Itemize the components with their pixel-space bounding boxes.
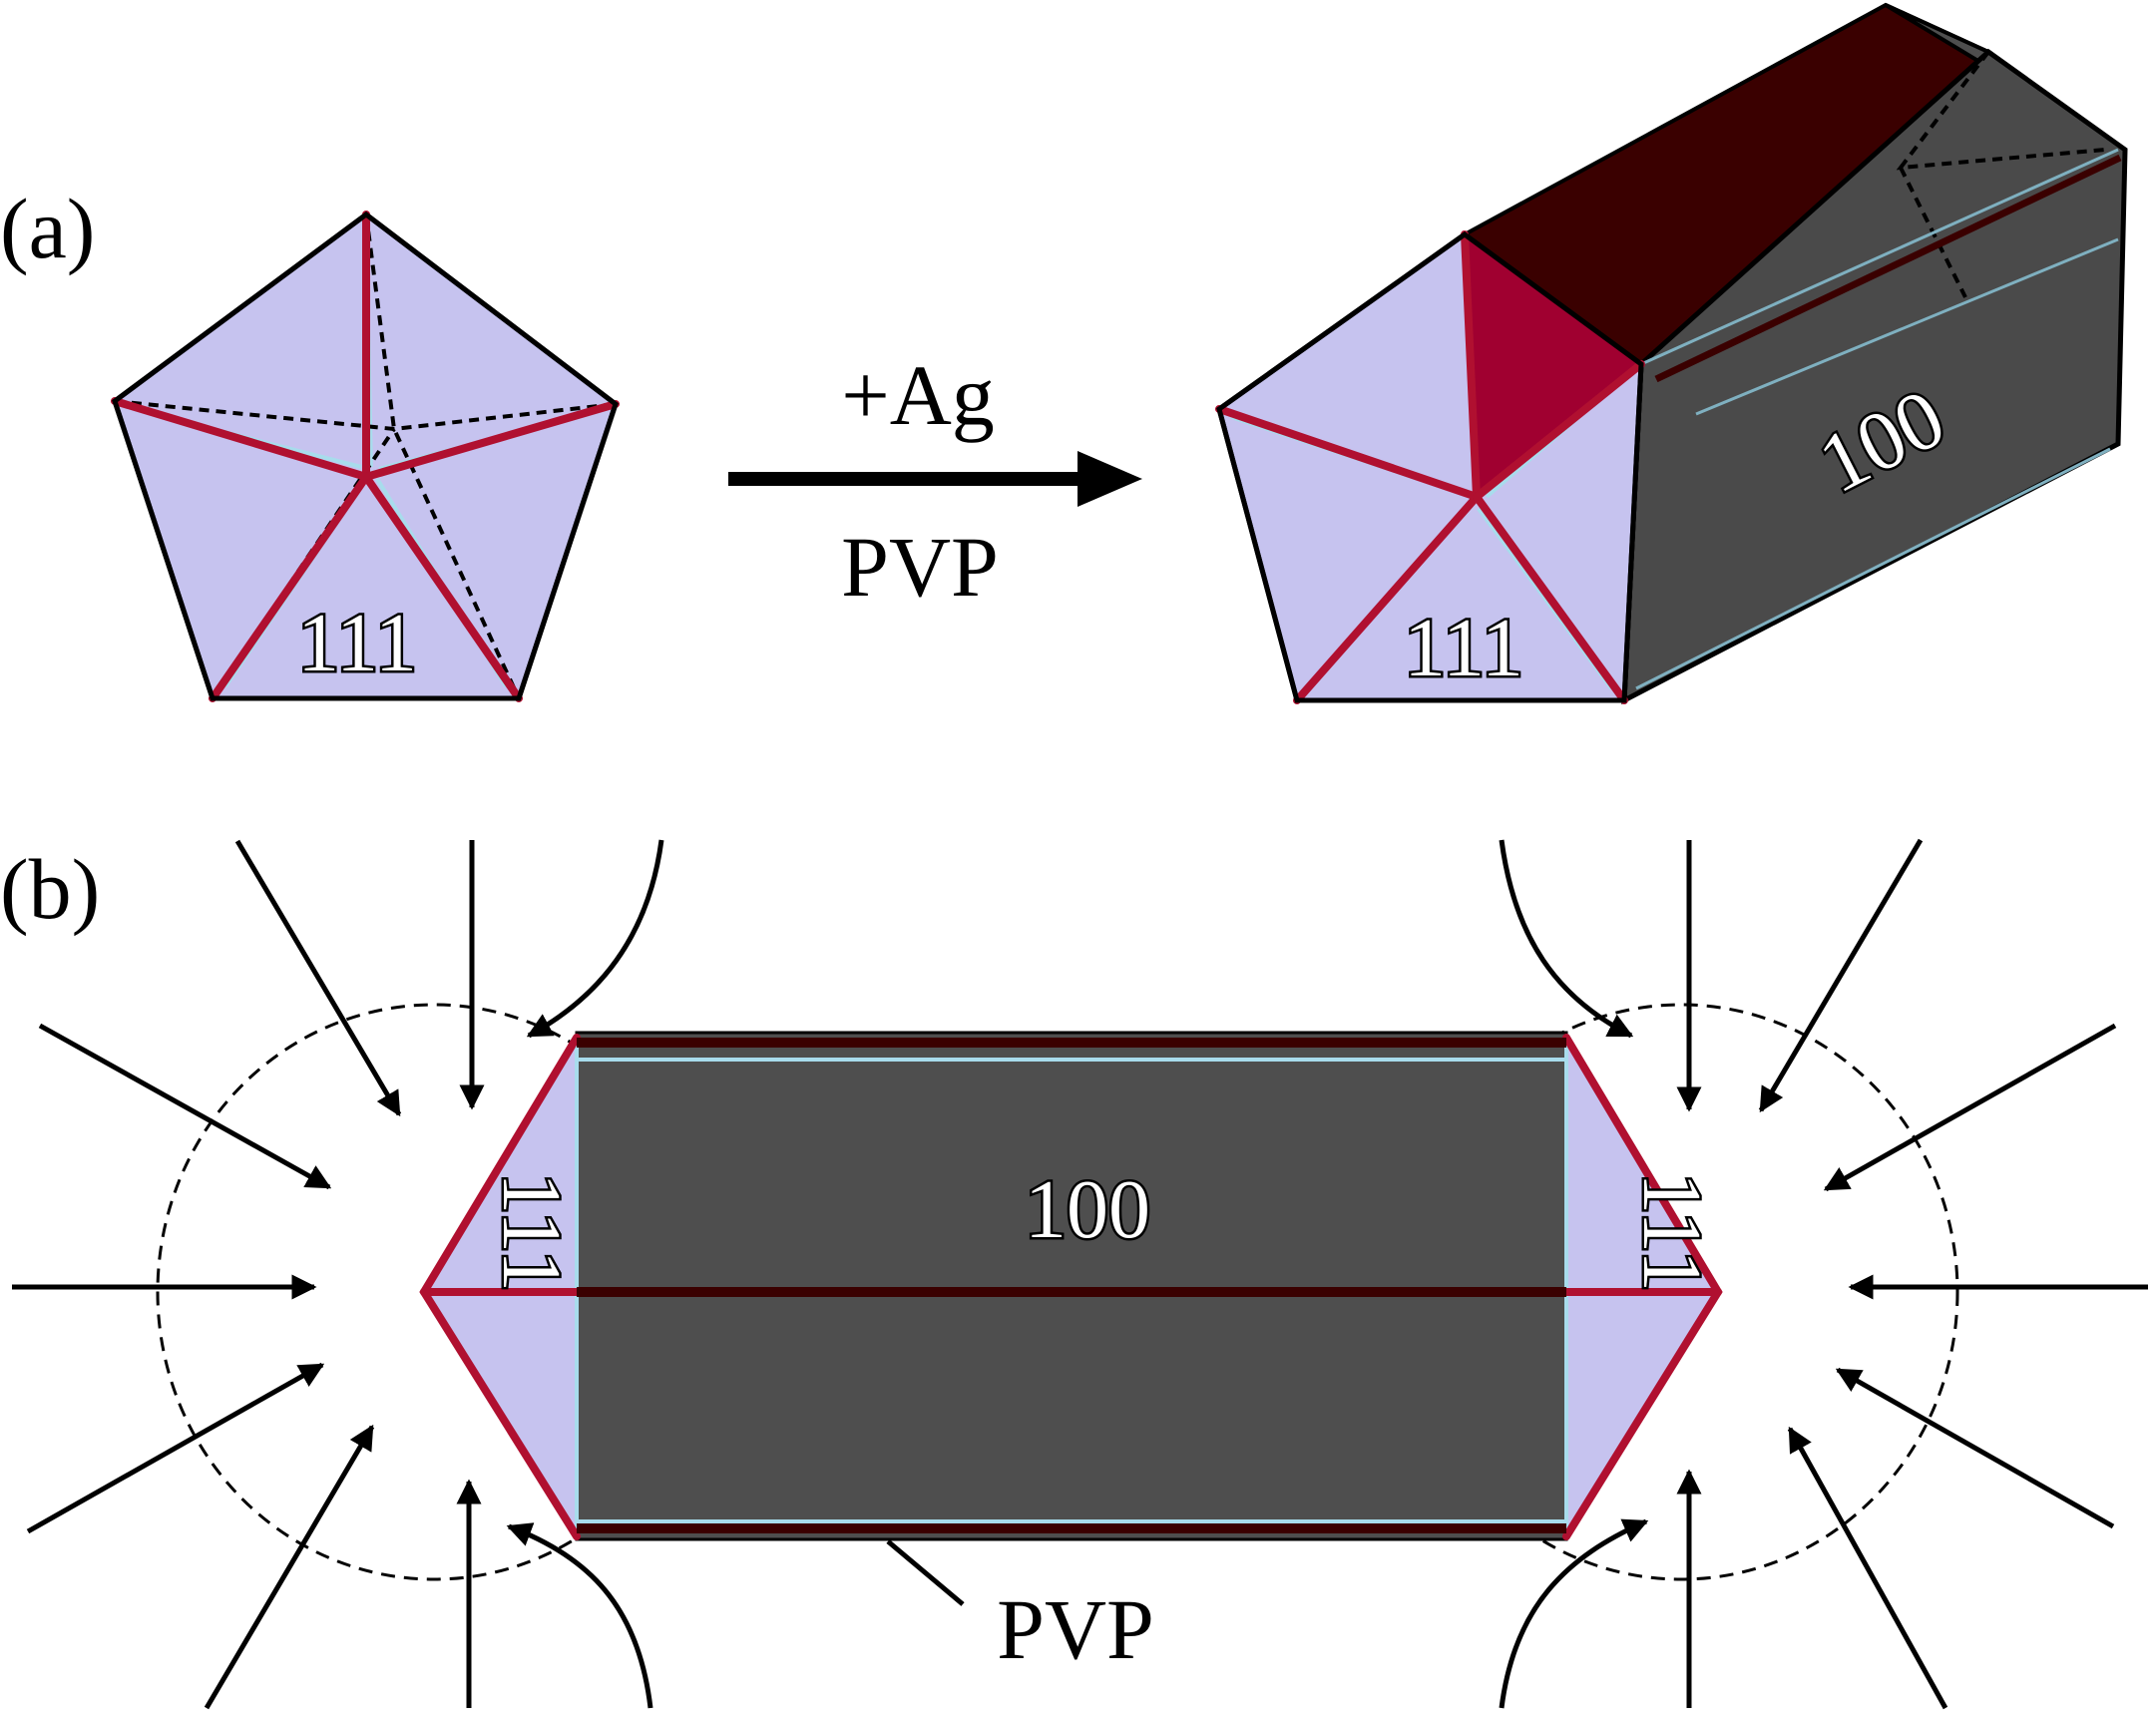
panel-b-label: (b) <box>0 841 100 937</box>
decahedral-seed: 111 <box>111 211 620 702</box>
right-end-face-label: 111 <box>1625 1172 1718 1292</box>
rod-end-face-label: 111 <box>1404 602 1523 694</box>
side-face-label: 100 <box>1025 1163 1150 1256</box>
seed-twin-boundaries <box>111 211 620 702</box>
nanowire-side-face <box>575 1031 1568 1541</box>
left-end-face-label: 111 <box>485 1172 578 1292</box>
left-flux-arrows <box>12 839 664 1710</box>
right-end-face <box>1566 1038 1718 1536</box>
reaction-arrow: +Ag PVP <box>728 347 1142 615</box>
panel-b: (b) <box>0 838 2148 1710</box>
reagent-ag-label: +Ag <box>841 347 995 443</box>
panel-a-label: (a) <box>0 181 95 276</box>
pvp-capping-label: PVP <box>997 1581 1154 1677</box>
panel-a: (a) <box>0 2 2128 705</box>
pentagonal-nanorod: 111 100 <box>1215 2 2128 705</box>
seed-face-label: 111 <box>297 597 417 689</box>
right-flux-arrows <box>1499 838 2148 1710</box>
nanowire-side-view: 100 111 111 <box>419 1031 1723 1541</box>
reagent-pvp-label: PVP <box>841 519 999 615</box>
pvp-callout-line <box>886 1539 965 1606</box>
left-end-face <box>424 1038 577 1536</box>
